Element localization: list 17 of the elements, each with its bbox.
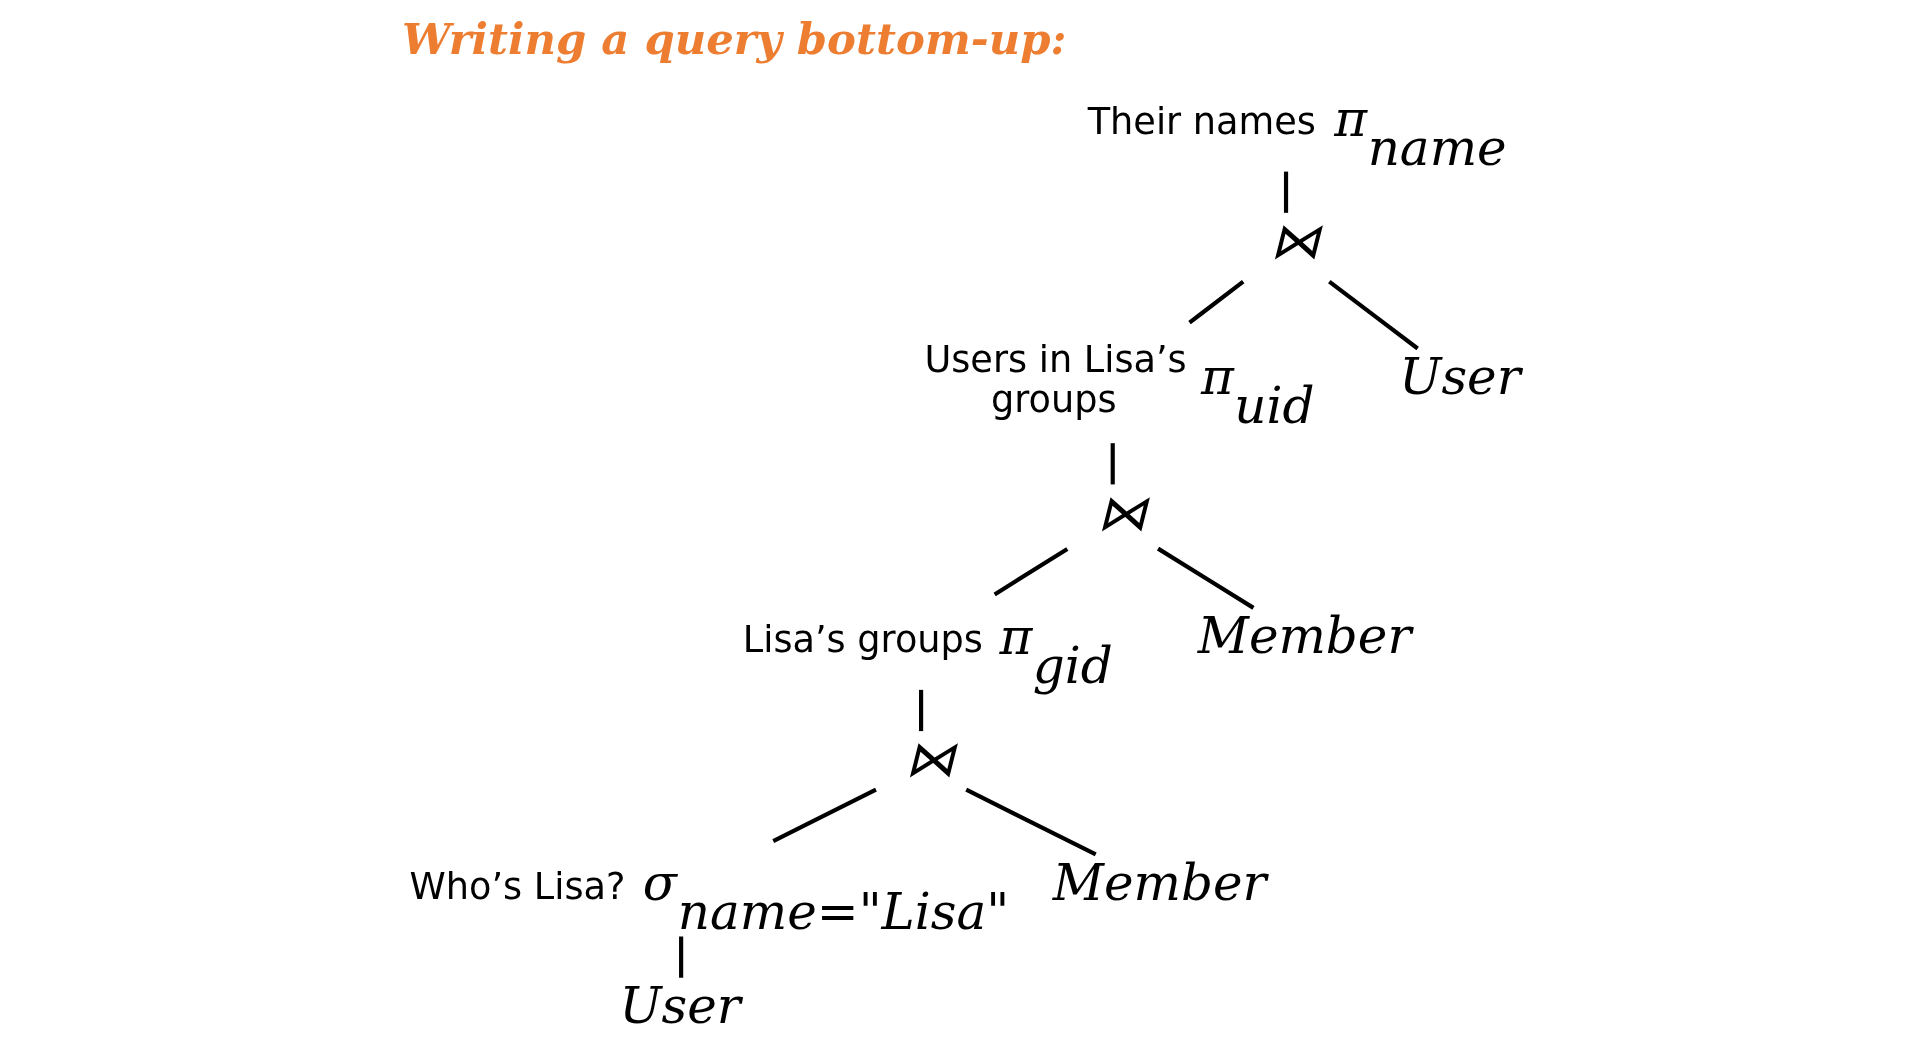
connector xyxy=(1283,171,1288,213)
connector xyxy=(1327,279,1419,351)
connector xyxy=(771,787,877,843)
node-text: User xyxy=(1398,347,1521,406)
connector xyxy=(993,547,1068,597)
node-label: Their names xyxy=(1087,100,1316,144)
connector xyxy=(1156,546,1255,610)
node-label: Who’s Lisa? xyxy=(409,864,625,908)
node-text: User xyxy=(618,976,741,1035)
connector xyxy=(1110,443,1115,485)
connector xyxy=(918,689,923,732)
connector xyxy=(1187,279,1244,325)
node-label: Users in Lisa’s groups xyxy=(923,338,1187,422)
connector xyxy=(964,787,1097,857)
connector xyxy=(678,936,683,978)
diagram-title: Writing a query bottom-up: xyxy=(401,13,1066,65)
node-label: Lisa’s groups xyxy=(742,618,983,662)
